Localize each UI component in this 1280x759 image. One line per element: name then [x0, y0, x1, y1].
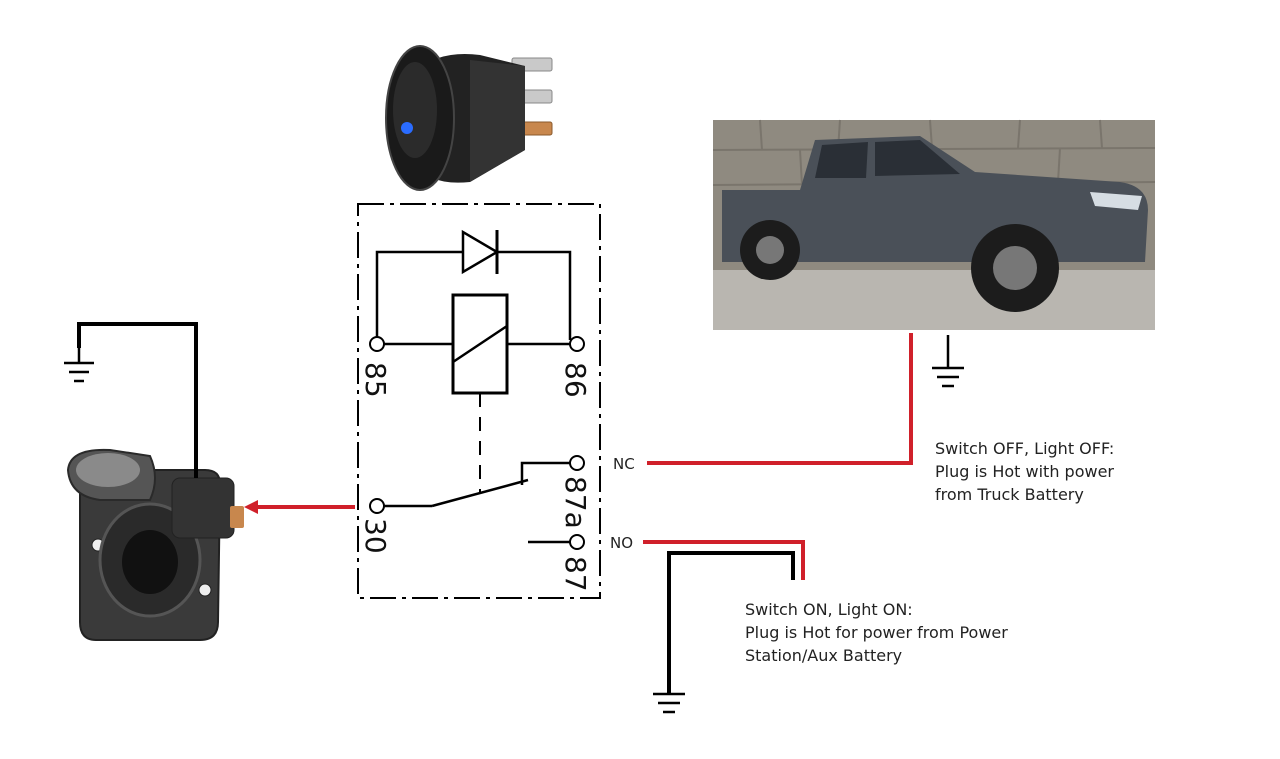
- switch-on-line-2: Plug is Hot for power from Power: [745, 623, 1008, 642]
- truck-image: [712, 119, 1156, 330]
- pin-85-terminal: [369, 336, 385, 352]
- switch-off-line-1: Switch OFF, Light OFF:: [935, 439, 1115, 458]
- diode-icon: [461, 229, 500, 275]
- pin-86-terminal: [569, 336, 585, 352]
- switch-off-line-3: from Truck Battery: [935, 485, 1084, 504]
- nc-wire: [647, 333, 913, 465]
- relay-housing: [357, 203, 601, 599]
- relay-schematic: [357, 203, 601, 599]
- switch-on-line-1: Switch ON, Light ON:: [745, 600, 913, 619]
- ground-icon: [653, 692, 685, 714]
- switch-on-line-3: Station/Aux Battery: [745, 646, 903, 665]
- switch-on-note: Switch ON, Light ON: Plug is Hot for pow…: [745, 598, 1008, 667]
- pin-85-label: 85: [359, 362, 392, 398]
- no-label: NO: [610, 534, 633, 552]
- nc-label: NC: [613, 455, 635, 473]
- switch-off-note: Switch OFF, Light OFF: Plug is Hot with …: [935, 437, 1114, 506]
- aux-ground-wire: [667, 551, 795, 693]
- switch-off-line-2: Plug is Hot with power: [935, 462, 1115, 481]
- socket-ground-wire: [77, 322, 198, 478]
- ground-icon: [64, 348, 94, 383]
- pin-30-label: 30: [359, 518, 392, 554]
- no-wire: [643, 540, 805, 580]
- pin-87-label: 87: [559, 556, 592, 592]
- ground-icon: [932, 335, 964, 388]
- pin-87a-label: 87a: [559, 476, 592, 529]
- rocker-switch-image: [385, 45, 553, 191]
- pin-87-terminal: [569, 534, 585, 550]
- pin-86-label: 86: [559, 362, 592, 398]
- pin-30-terminal: [369, 498, 385, 514]
- pin-87a-terminal: [569, 455, 585, 471]
- arrow-left-icon: [244, 500, 258, 514]
- 12v-socket-image: [66, 448, 244, 641]
- switch-led-icon: [401, 122, 413, 134]
